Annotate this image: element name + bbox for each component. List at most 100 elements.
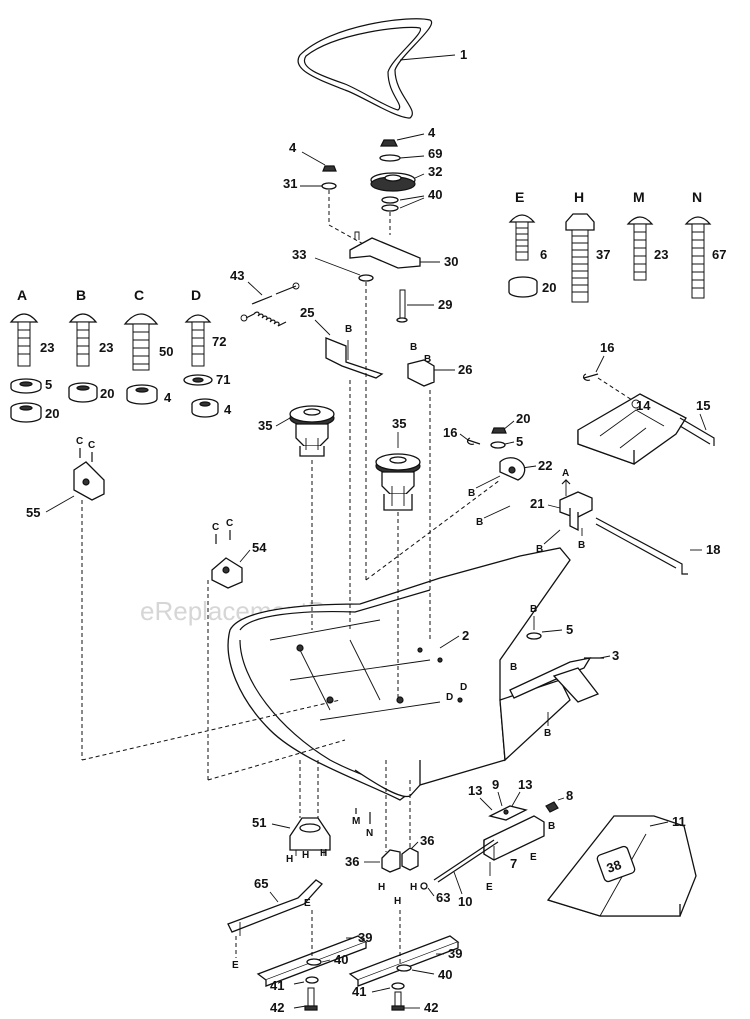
callout-16-left: 16 <box>443 425 457 440</box>
callout-26: 26 <box>458 362 472 377</box>
hw-letter-A: A <box>17 287 27 303</box>
washer-part-40-right[interactable] <box>396 964 412 972</box>
washer-part-40-left[interactable] <box>306 958 322 966</box>
pulley-part-51[interactable] <box>289 817 331 856</box>
bracket-part-21[interactable] <box>559 491 593 532</box>
mark-B-7: B <box>536 544 543 555</box>
hw-E-washer-number: 20 <box>542 280 556 295</box>
mark-H-3: H <box>320 848 327 859</box>
callout-32: 32 <box>428 164 442 179</box>
hw-C-washer-number: 4 <box>164 390 172 405</box>
bolt-part-42-right[interactable] <box>391 991 405 1011</box>
callout-42-right: 42 <box>424 1000 438 1015</box>
idler-arm-part-30[interactable] <box>349 231 421 269</box>
blade-part-39-right[interactable] <box>348 935 460 987</box>
callout-40-upper: 40 <box>428 187 442 202</box>
washer-D[interactable] <box>183 374 213 386</box>
callout-13-left: 13 <box>468 783 482 798</box>
bolt-part-42-left[interactable] <box>304 987 318 1011</box>
callout-54: 54 <box>252 540 267 555</box>
callout-14: 14 <box>636 398 651 413</box>
adapter-part-36[interactable] <box>381 847 419 873</box>
washer-part-31[interactable] <box>321 182 337 190</box>
bolt-H[interactable] <box>565 213 595 303</box>
bolt-N[interactable] <box>684 216 712 299</box>
bolt-B[interactable] <box>68 313 98 367</box>
nut-C[interactable] <box>126 384 158 405</box>
hw-E-bolt-number: 6 <box>540 247 547 262</box>
nut-part-20[interactable] <box>491 427 507 434</box>
nut-D[interactable] <box>191 398 219 418</box>
rod-part-10[interactable] <box>433 839 499 883</box>
callout-15: 15 <box>696 398 710 413</box>
callout-33: 33 <box>292 247 306 262</box>
latch-part-13[interactable] <box>488 805 528 821</box>
nut-A[interactable] <box>10 402 42 423</box>
bracket-part-26[interactable] <box>407 359 435 387</box>
mark-B-5: B <box>476 517 483 528</box>
washer-A[interactable] <box>10 378 42 394</box>
hw-B-washer-number: 20 <box>100 386 114 401</box>
bolt-A[interactable] <box>9 313 39 367</box>
spindle-assembly-part-35-left[interactable] <box>289 405 335 457</box>
nut-part-8[interactable] <box>545 801 559 813</box>
rod-part-18[interactable] <box>595 517 688 575</box>
callout-41-left: 41 <box>270 978 284 993</box>
hw-H-bolt-number: 37 <box>596 247 610 262</box>
mark-C-1: C <box>76 436 83 447</box>
hairpin-part-16[interactable] <box>466 437 481 445</box>
mower-deck-part-2[interactable] <box>227 547 571 801</box>
nut-B[interactable] <box>68 382 98 403</box>
bracket-part-55[interactable] <box>73 461 105 501</box>
bolt-C[interactable] <box>123 313 159 371</box>
washer-part-5[interactable] <box>490 441 506 449</box>
callout-39-right: 39 <box>448 946 462 961</box>
mark-E-4: E <box>232 960 239 971</box>
bolt-D[interactable] <box>184 314 212 367</box>
washer-part-40-a[interactable] <box>381 196 399 204</box>
mark-E-1: E <box>530 852 537 863</box>
callout-69: 69 <box>428 146 442 161</box>
spindle-assembly-part-35-right[interactable] <box>375 453 421 511</box>
hairpin-part-16-right[interactable] <box>582 373 599 381</box>
callout-39-left: 39 <box>358 930 372 945</box>
washer-part-69[interactable] <box>379 154 401 162</box>
bracket-part-7[interactable] <box>483 815 545 861</box>
mark-N-1: N <box>366 828 373 839</box>
washer-part-41-right[interactable] <box>391 982 405 990</box>
rod-part-15[interactable] <box>679 417 715 446</box>
callout-41-right: 41 <box>352 984 366 999</box>
callout-1: 1 <box>460 47 467 62</box>
nut-part-4-left[interactable] <box>322 165 337 172</box>
lift-link-part-22[interactable] <box>499 457 526 481</box>
washer-part-5-lower[interactable] <box>526 632 542 640</box>
callout-30: 30 <box>444 254 458 269</box>
callout-11: 11 <box>672 814 686 829</box>
spacer-part-33[interactable] <box>358 274 374 282</box>
blade-support-part-65[interactable] <box>227 879 323 936</box>
bracket-part-54[interactable] <box>211 557 243 589</box>
belt-part-1[interactable] <box>297 18 433 119</box>
bolt-part-29[interactable] <box>396 289 408 323</box>
bracket-part-25[interactable] <box>325 337 384 379</box>
bolt-E[interactable] <box>508 214 536 261</box>
hw-N-bolt-number: 67 <box>712 247 726 262</box>
callout-36-left: 36 <box>345 854 359 869</box>
mark-H-2: H <box>302 850 309 861</box>
washer-part-40-b[interactable] <box>381 204 399 212</box>
pulley-part-32[interactable] <box>370 172 416 192</box>
callout-10: 10 <box>458 894 472 909</box>
bracket-part-14[interactable] <box>577 393 687 465</box>
bolt-M[interactable] <box>626 216 654 281</box>
hw-letter-H: H <box>574 189 584 205</box>
washer-part-41-left[interactable] <box>305 976 319 984</box>
callout-4-upper: 4 <box>428 125 436 140</box>
callout-4-left: 4 <box>289 140 297 155</box>
nut-E[interactable] <box>508 276 538 298</box>
nut-part-4[interactable] <box>380 139 398 147</box>
hw-D-nut-number: 4 <box>224 402 232 417</box>
spring-part-43[interactable] <box>240 282 300 327</box>
bracket-part-3[interactable] <box>509 657 604 703</box>
washer-part-63[interactable] <box>420 882 428 890</box>
shroud-part-11[interactable] <box>546 815 697 917</box>
